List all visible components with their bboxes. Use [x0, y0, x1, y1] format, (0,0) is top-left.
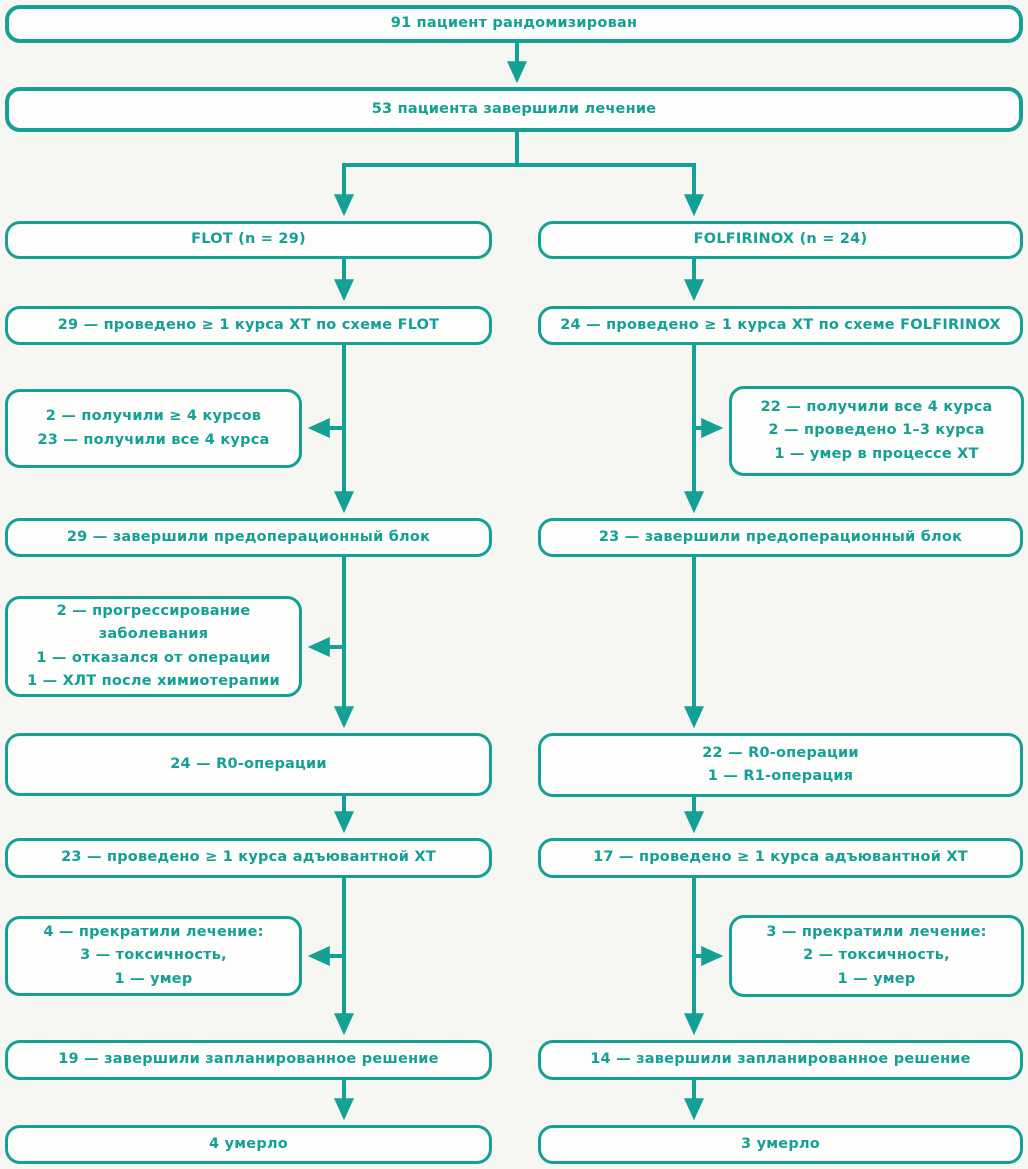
node-label: 23 — проведено ≥ 1 курса адъювантной ХТ	[61, 849, 436, 866]
node-label: 22 — R0-операции	[702, 744, 859, 761]
node-label: FOLFIRINOX (n = 24)	[693, 231, 868, 248]
note-line: 2 — проведено 1–3 курса	[768, 422, 985, 439]
node-folfirinox-adjuvant-chemo: 17 — проведено ≥ 1 курса адъювантной ХТ	[538, 838, 1023, 878]
note-line: 2 — токсичность,	[803, 947, 950, 964]
note-line: заболевания	[98, 626, 209, 643]
note-line: 1 — умер в процессе ХТ	[774, 445, 979, 462]
node-label: 14 — завершили запланированное решение	[590, 1051, 971, 1068]
node-randomized: 91 пациент рандомизирован	[5, 5, 1023, 43]
node-label: 19 — завершили запланированное решение	[58, 1051, 439, 1068]
note-flot-adjuvant-dropout: 4 — прекратили лечение: 3 — токсичность,…	[5, 916, 302, 996]
note-line: 1 — ХЛТ после химиотерапии	[27, 672, 280, 689]
note-line: 2 — прогрессирование	[56, 602, 251, 619]
note-line: 1 — умер	[837, 970, 916, 987]
node-folfirinox-completed-plan: 14 — завершили запланированное решение	[538, 1040, 1023, 1080]
note-line: 1 — умер	[114, 970, 193, 987]
note-flot-course-breakdown: 2 — получили ≥ 4 курсов 23 — получили вс…	[5, 389, 302, 468]
note-line: 3 — токсичность,	[80, 947, 227, 964]
note-folfirinox-adjuvant-dropout: 3 — прекратили лечение: 2 — токсичность,…	[729, 915, 1024, 997]
node-flot-r0-surgery: 24 — R0-операции	[5, 733, 492, 796]
note-line: 23 — получили все 4 курса	[37, 431, 270, 448]
note-line: 1 — отказался от операции	[36, 649, 271, 666]
node-folfirinox-arm: FOLFIRINOX (n = 24)	[538, 221, 1023, 259]
node-label: 53 пациента завершили лечение	[371, 100, 657, 117]
node-label: 3 умерло	[741, 1135, 820, 1152]
node-label: 29 — завершили предоперационный блок	[66, 528, 431, 545]
node-flot-died: 4 умерло	[5, 1125, 492, 1164]
node-label: 91 пациент рандомизирован	[390, 15, 638, 32]
note-line: 3 — прекратили лечение:	[766, 923, 987, 940]
node-label: 4 умерло	[209, 1135, 288, 1152]
node-folfirinox-chemo-courses: 24 — проведено ≥ 1 курса ХТ по схеме FOL…	[538, 306, 1023, 345]
node-label: 17 — проведено ≥ 1 курса адъювантной ХТ	[593, 849, 968, 866]
node-folfirinox-died: 3 умерло	[538, 1125, 1023, 1164]
node-folfirinox-r0-surgery: 22 — R0-операции 1 — R1-операция	[538, 733, 1023, 797]
node-flot-adjuvant-chemo: 23 — проведено ≥ 1 курса адъювантной ХТ	[5, 838, 492, 878]
note-line: 2 — получили ≥ 4 курсов	[45, 408, 262, 425]
node-folfirinox-preop-completed: 23 — завершили предоперационный блок	[538, 518, 1023, 557]
node-flot-chemo-courses: 29 — проведено ≥ 1 курса ХТ по схеме FLO…	[5, 306, 492, 345]
node-flot-completed-plan: 19 — завершили запланированное решение	[5, 1040, 492, 1080]
note-folfirinox-course-breakdown: 22 — получили все 4 курса 2 — проведено …	[729, 386, 1024, 476]
node-label: FLOT (n = 29)	[191, 231, 306, 248]
note-line: 4 — прекратили лечение:	[43, 923, 264, 940]
node-label: 23 — завершили предоперационный блок	[598, 528, 963, 545]
node-flot-arm: FLOT (n = 29)	[5, 221, 492, 259]
note-flot-dropout-reasons: 2 — прогрессирование заболевания 1 — отк…	[5, 596, 302, 697]
node-label: 1 — R1-операция	[707, 768, 854, 784]
node-label: 24 — проведено ≥ 1 курса ХТ по схеме FOL…	[560, 316, 1001, 333]
node-label: 24 — R0-операции	[170, 755, 327, 772]
node-completed-treatment: 53 пациента завершили лечение	[5, 87, 1023, 132]
node-label: 29 — проведено ≥ 1 курса ХТ по схеме FLO…	[57, 316, 440, 333]
note-line: 22 — получили все 4 курса	[760, 398, 993, 415]
node-flot-preop-completed: 29 — завершили предоперационный блок	[5, 518, 492, 557]
